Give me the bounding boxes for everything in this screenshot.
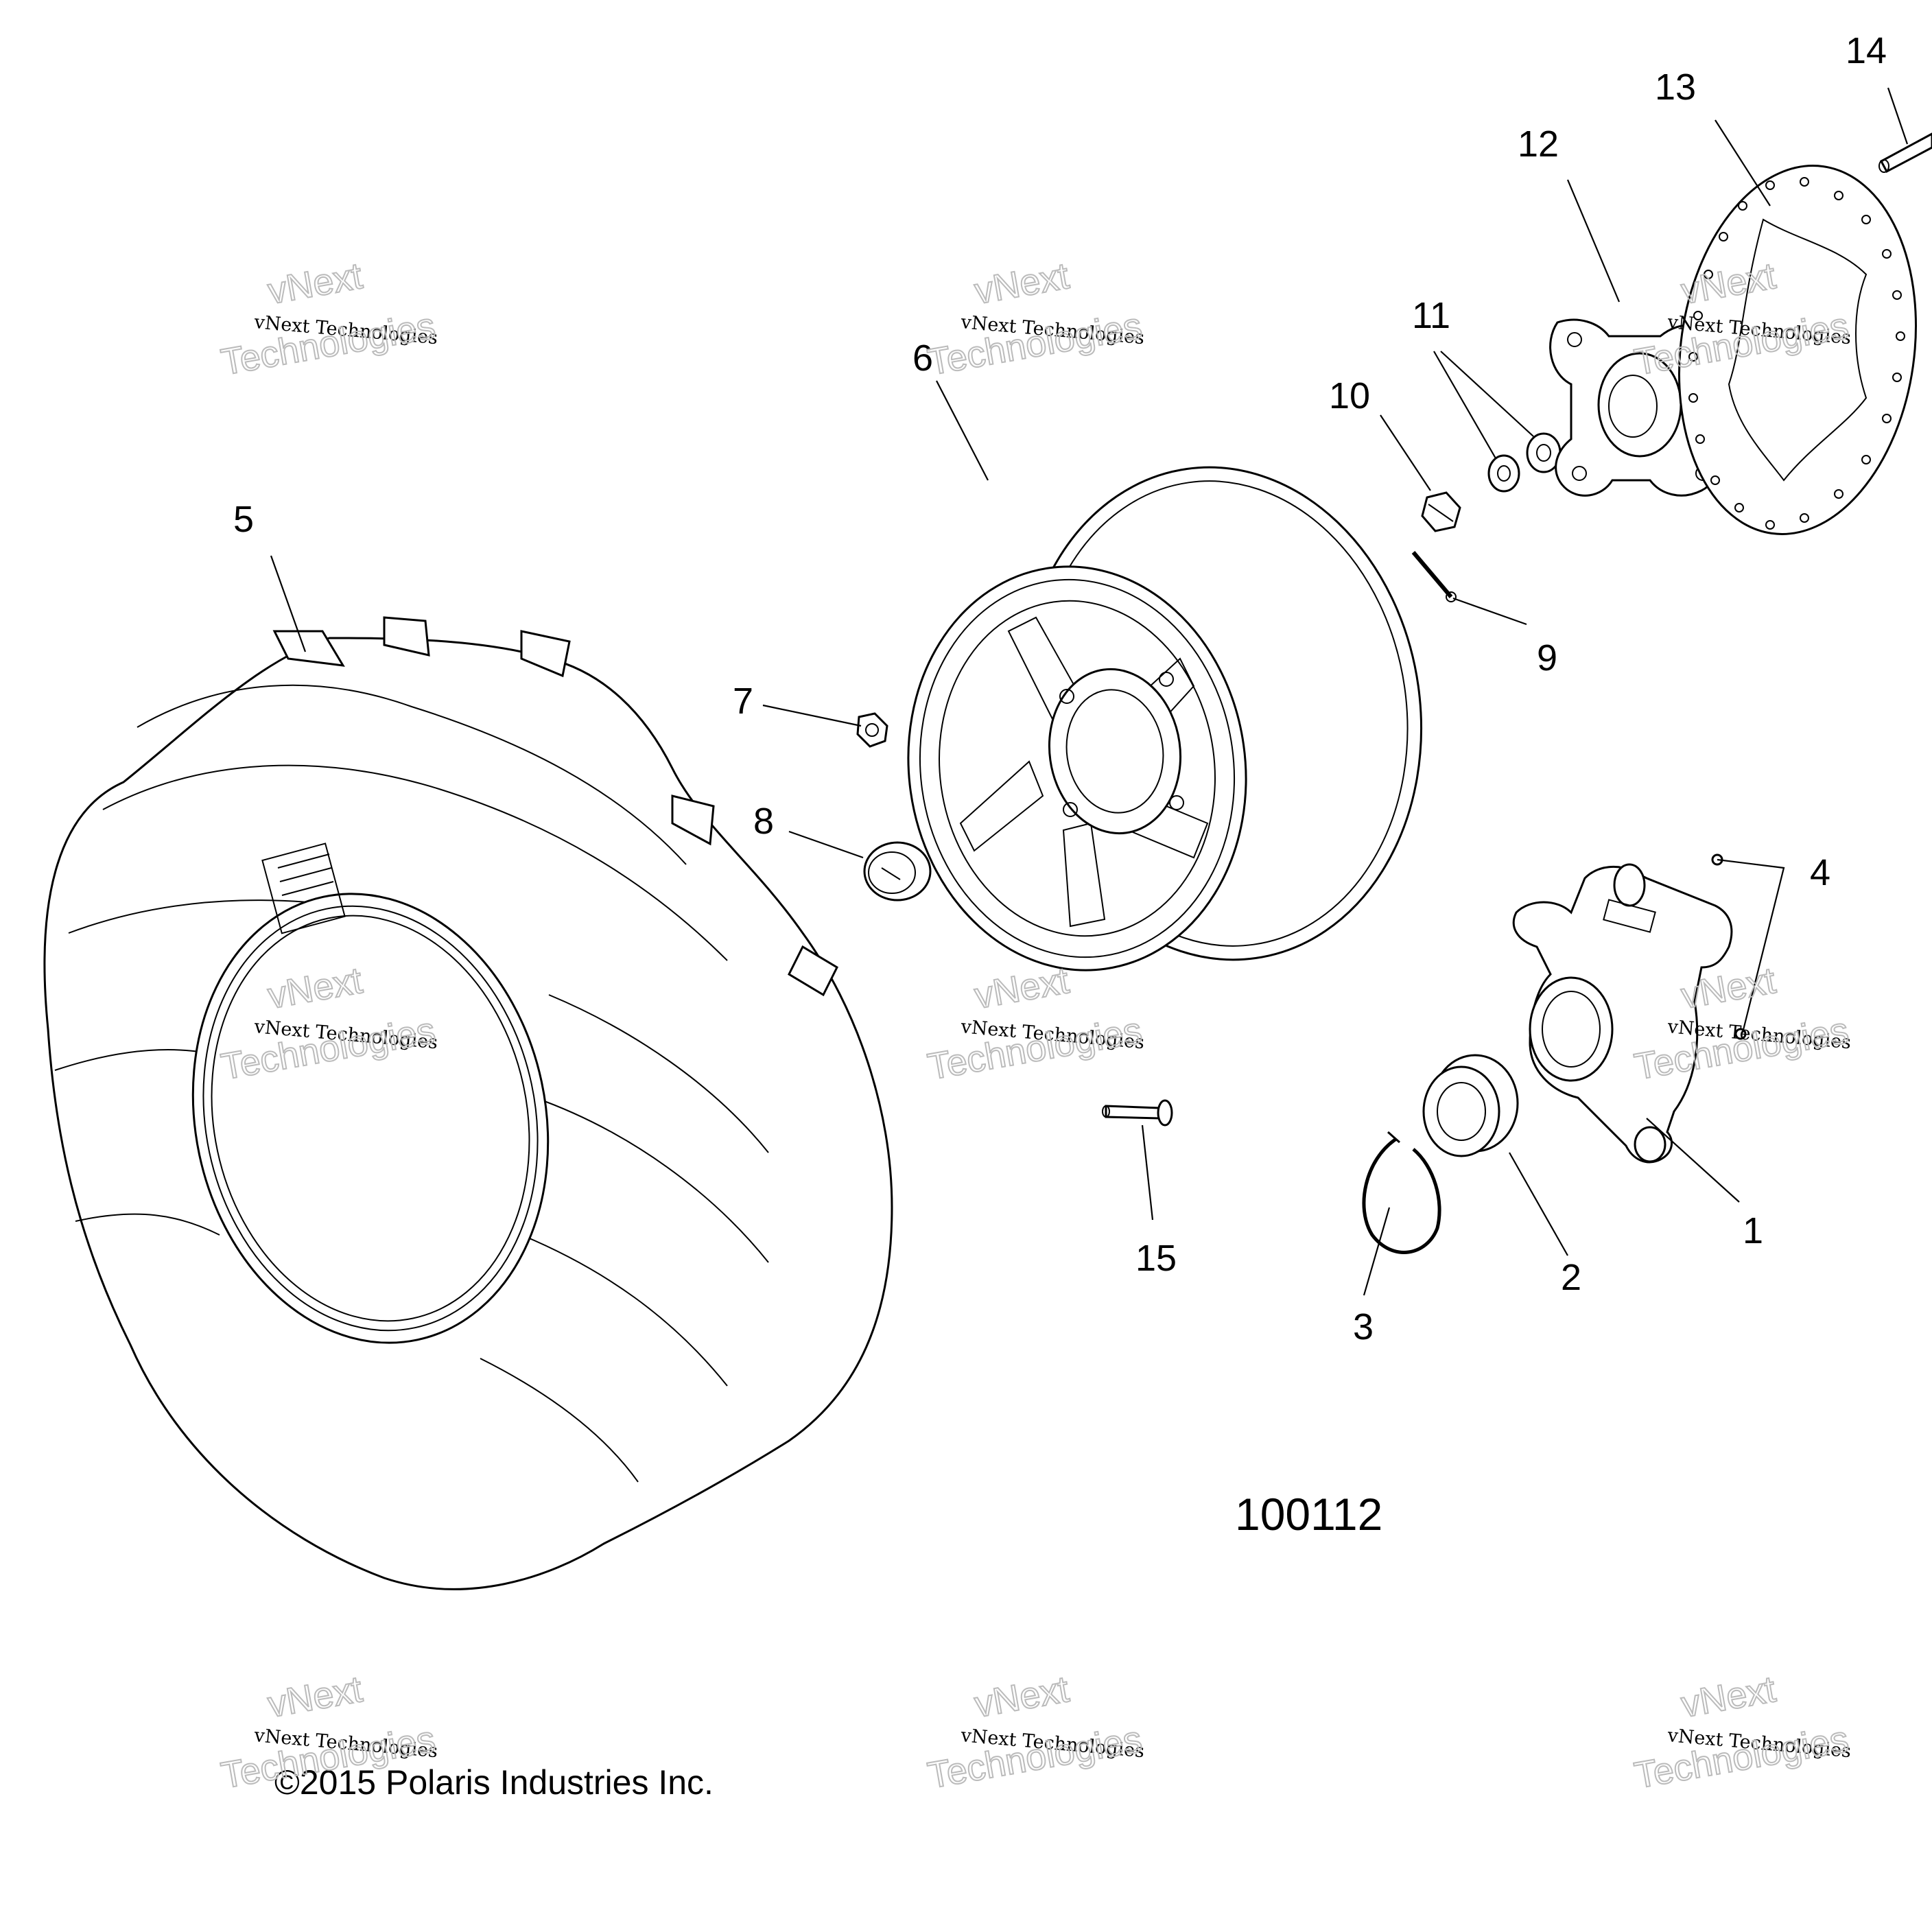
callout-3: 3 [1353,1306,1374,1347]
callout-13: 13 [1655,67,1696,108]
svg-text:Technologies: Technologies [925,1010,1145,1088]
steering-knuckle [1512,853,1747,1164]
disc-vent-holes [1688,177,1905,530]
watermark-1: vNext vNext Technologies Technologies [217,255,439,384]
watermark-8: vNext vNext Technologies Technologies [924,1668,1146,1797]
callout-5: 5 [233,499,254,540]
svg-text:Technologies: Technologies [925,305,1145,384]
svg-text:Technologies: Technologies [218,305,438,384]
copyright: ©2015 Polaris Industries Inc. [274,1763,714,1802]
svg-text:Technologies: Technologies [1631,1719,1852,1797]
callout-11: 11 [1412,295,1450,336]
watermark-2: vNext vNext Technologies Technologies [924,255,1146,384]
bolt [1102,1099,1173,1127]
callout-14: 14 [1846,30,1887,71]
svg-text:vNext: vNext [971,960,1072,1017]
snap-ring [1362,1131,1441,1254]
callout-15: 15 [1135,1238,1177,1279]
callout-12: 12 [1518,123,1559,165]
svg-text:vNext: vNext [265,1669,365,1725]
leader-lines [270,87,1909,1296]
castle-nut [1421,491,1461,532]
pin [1878,132,1932,174]
watermark-9: vNext vNext Technologies Technologies [1631,1668,1852,1797]
lug-nut [856,712,888,748]
callout-9: 9 [1537,637,1557,679]
callout-2: 2 [1561,1257,1581,1298]
bearing [1422,1054,1519,1157]
callout-6: 6 [912,338,933,379]
svg-text:vNext: vNext [971,255,1072,312]
brake-disc [1678,165,1917,535]
svg-text:vNext: vNext [265,255,365,312]
figure-number: 100112 [1235,1489,1382,1540]
wheel-rim [907,466,1423,971]
callout-8: 8 [753,801,774,842]
callout-labels: 1 2 3 4 5 6 7 8 9 10 11 12 13 14 15 [233,30,1887,1347]
washers [1487,432,1562,493]
callout-10: 10 [1329,375,1370,416]
center-cap [863,841,932,902]
tire [43,616,893,1590]
callout-1: 1 [1743,1210,1763,1251]
cotter-pin [1411,551,1457,602]
callout-4: 4 [1810,852,1830,893]
svg-text:vNext: vNext [1678,1669,1778,1725]
callout-7: 7 [733,681,753,722]
watermark-5: vNext vNext Technologies Technologies [924,959,1146,1088]
svg-text:Technologies: Technologies [925,1719,1145,1797]
svg-text:vNext: vNext [971,1669,1072,1725]
